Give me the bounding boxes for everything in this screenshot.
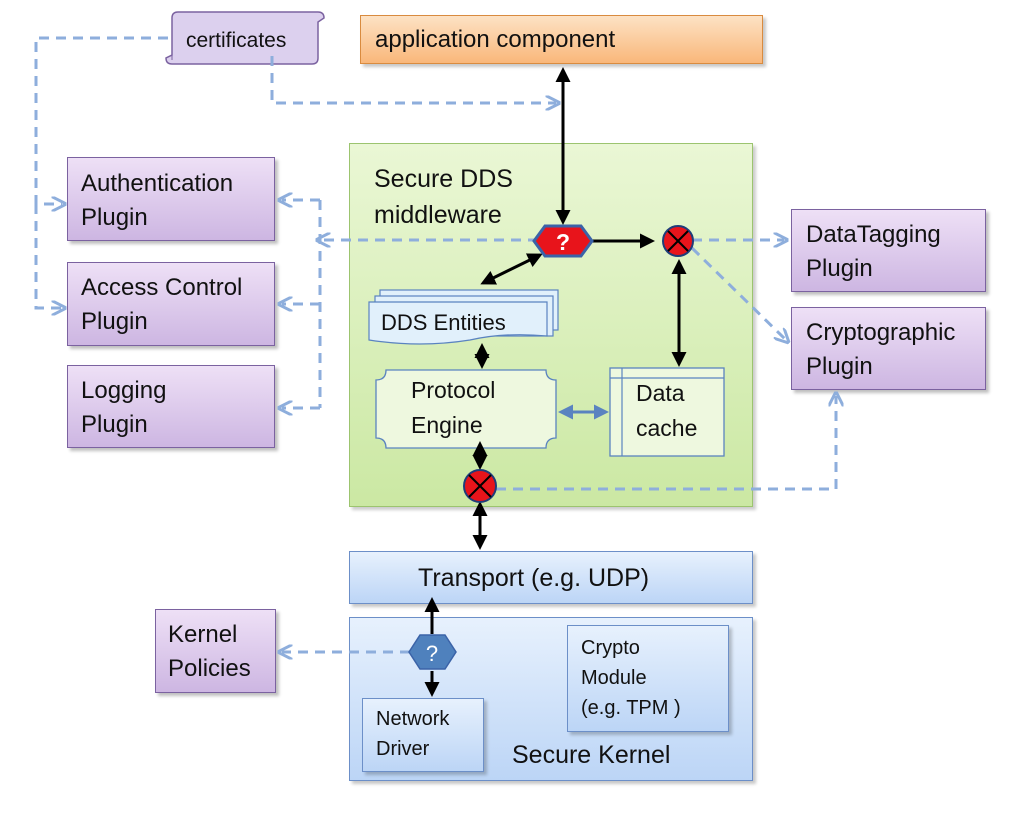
cryptographic-plugin-line2: Plugin: [806, 353, 873, 380]
cryptographic-plugin-line1: Cryptographic: [806, 319, 956, 346]
access-control-plugin-box: Access Control Plugin: [67, 262, 275, 346]
middleware-title-line2: middleware: [374, 201, 502, 229]
authentication-plugin-line2: Plugin: [81, 204, 148, 231]
secure-kernel-label: Secure Kernel: [512, 741, 671, 769]
datatagging-plugin-line1: DataTagging: [806, 221, 941, 248]
logging-plugin-line2: Plugin: [81, 411, 148, 438]
kernel-policies-line2: Policies: [168, 655, 251, 682]
dashed-connectors: [34, 36, 836, 652]
middleware-decision-hexagon: ?: [532, 224, 594, 258]
network-driver-line2: Driver: [376, 738, 430, 760]
datatagging-junction-node: [662, 225, 694, 257]
crypto-module-line3: (e.g. TPM ): [581, 697, 681, 719]
certificates-label: certificates: [186, 29, 286, 52]
application-component-label: application component: [375, 26, 616, 53]
data-cache-shape: Data cache: [609, 367, 725, 457]
middleware-title-line1: Secure DDS: [374, 165, 513, 193]
datatagging-plugin-line2: Plugin: [806, 255, 873, 282]
protocol-engine-shape: Protocol Engine: [375, 369, 557, 449]
transport-box: Transport (e.g. UDP): [349, 551, 753, 604]
solid-connectors: [424, 67, 687, 697]
protocol-engine-line2: Engine: [411, 412, 483, 438]
kernel-decision-hexagon: ?: [408, 634, 457, 670]
middleware-decision-symbol: ?: [556, 229, 570, 255]
network-driver-box: Network Driver: [362, 698, 484, 772]
kernel-policies-box: Kernel Policies: [155, 609, 276, 693]
access-control-plugin-line1: Access Control: [81, 274, 243, 301]
kernel-decision-symbol: ?: [426, 641, 438, 666]
crypto-module-line2: Module: [581, 667, 647, 689]
network-driver-line1: Network: [376, 708, 450, 730]
transport-label: Transport (e.g. UDP): [418, 564, 650, 592]
crypto-module-line1: Crypto: [581, 637, 640, 659]
dds-entities-doc: DDS Entities: [368, 289, 559, 345]
data-cache-line2: cache: [636, 415, 697, 441]
logging-plugin-line1: Logging: [81, 377, 167, 404]
crypto-module-box: Crypto Module (e.g. TPM ): [567, 625, 729, 732]
data-cache-line1: Data: [636, 380, 685, 406]
logging-plugin-box: Logging Plugin: [67, 365, 275, 448]
transport-junction-node: [463, 469, 497, 503]
certificates-scroll: certificates: [165, 11, 325, 65]
authentication-plugin-box: Authentication Plugin: [67, 157, 275, 241]
protocol-engine-line1: Protocol: [411, 377, 495, 403]
application-component-box: application component: [360, 15, 763, 64]
authentication-plugin-line1: Authentication: [81, 170, 234, 197]
kernel-policies-line1: Kernel: [168, 621, 238, 648]
access-control-plugin-line2: Plugin: [81, 308, 148, 335]
dds-entities-label: DDS Entities: [381, 310, 506, 335]
datatagging-plugin-box: DataTagging Plugin: [791, 209, 986, 292]
cryptographic-plugin-box: Cryptographic Plugin: [791, 307, 986, 390]
